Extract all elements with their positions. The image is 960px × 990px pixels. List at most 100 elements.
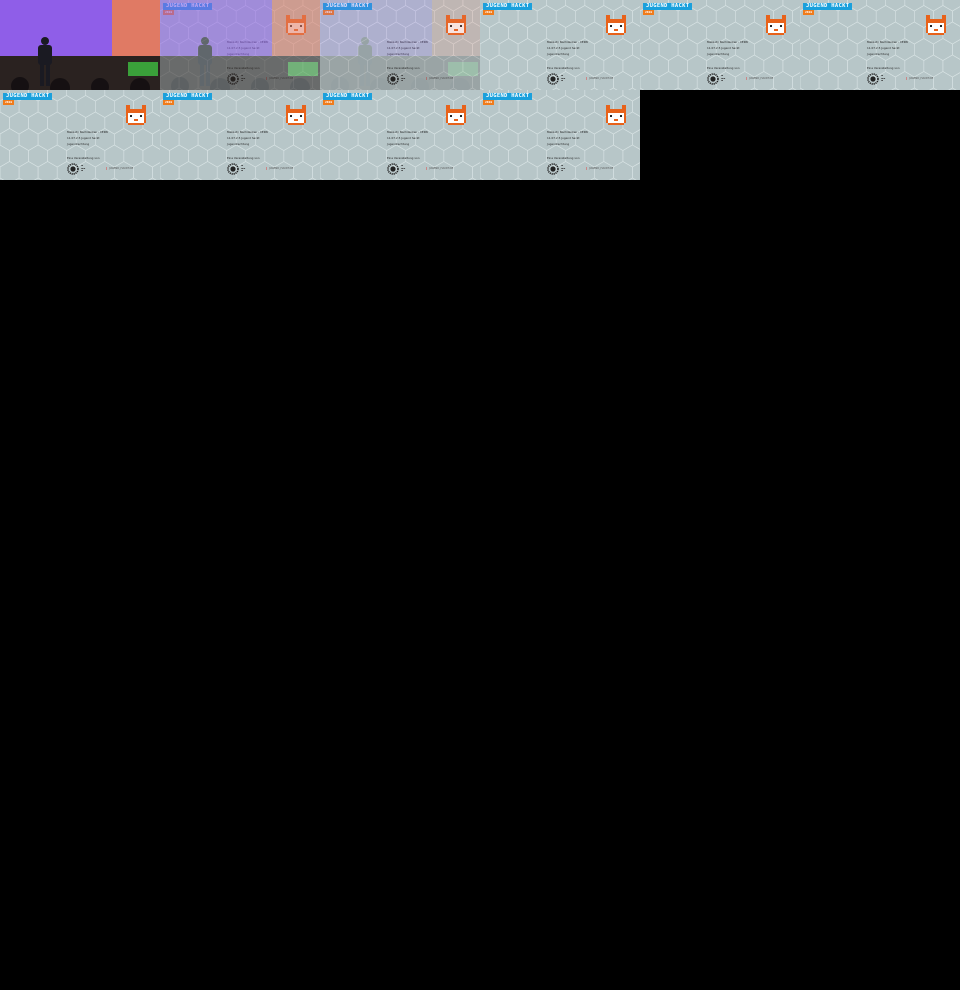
slide-line-title: Make-ity Nachdenken - CERN [387,41,428,44]
stage-scene [0,0,160,90]
sponsor-label: JUGEND_HACKT.DE [426,77,453,80]
stage-scene [320,0,480,90]
slide-line-org: Jugendrechtung [547,142,570,146]
hex-pattern [480,90,640,180]
hex-pattern [480,0,640,90]
thumbnail-grid: JUGEND HACKT 2019 Make-ity Nachdenken - … [0,0,960,180]
thumbnail-2: JUGEND HACKT 2019 Make-ity Nachdenken - … [160,0,320,90]
thumbnail-1: JUGEND HACKT 2019 Make-ity Nachdenken - … [0,0,160,90]
thumbnail-10: JUGEND HACKT 2019 Make-ity Nachdenken - … [480,90,640,180]
sponsor-label: JUGEND_HACKT.DE [106,167,133,170]
org-label: ▬▬▬▬ [881,74,886,83]
cat-logo-icon [766,15,786,35]
cat-logo-icon [606,105,626,125]
org-label: ▬▬▬▬ [721,74,726,83]
gear-logo-icon [67,163,79,175]
slide-line-date: 11.07.2.5 Jugend hackt [227,136,260,140]
org-label: ▬▬▬▬ [561,74,566,83]
brand-badge: JUGEND HACKT [483,93,533,100]
slide-line-date: 11.07.2.5 Jugend hackt [867,46,900,50]
sponsor-label: JUGEND_HACKT.DE [426,167,453,170]
thumbnail-5: JUGEND HACKT 2019 Make-ity Nachdenken - … [640,0,800,90]
sponsor-label: JUGEND_HACKT.DE [266,167,293,170]
slide-line-host: Eine Veranstaltung von [867,66,900,70]
stage-photo [160,0,320,90]
slide-line-date: 11.07.2.5 Jugend hackt [547,46,580,50]
slide-line-org: Jugendrechtung [547,52,570,56]
cat-logo-icon [926,15,946,35]
org-label: ▬▬▬▬ [561,164,566,173]
person [38,37,52,86]
brand-year: 2019 [163,100,175,105]
brand-badge: JUGEND HACKT [163,93,213,100]
gear-logo-icon [387,163,399,175]
slide-line-date: 11.07.2.5 Jugend hackt [707,46,740,50]
brand-year: 2019 [483,10,495,15]
slide-line-title: Make-ity Nachdenken - CERN [387,130,428,134]
brand-year: 2019 [483,100,495,105]
sponsor-label: JUGEND_HACKT.DE [746,77,773,80]
stage-photo [320,0,480,90]
brand-year: 2019 [803,10,815,15]
slide-line-org: Jugendrechtung [67,142,90,146]
slide-line-title: Make-ity Nachdenken - CERN [547,40,588,44]
brand-year: 2019 [323,10,335,15]
sponsor-label: JUGEND_HACKT.DE [586,167,613,170]
slide-line-host: Eine Veranstaltung von [227,156,260,160]
person [198,37,212,86]
thumbnail-8: JUGEND HACKT 2019 Make-ity Nachdenken - … [160,90,320,180]
slide-line-host: Eine Veranstaltung von [387,156,420,160]
brand-badge: JUGEND HACKT [483,3,533,10]
cat-logo-icon [446,105,466,125]
slide-line-title: Make-ity Nachdenken - CERN [67,130,108,134]
brand-year: 2019 [3,100,15,105]
slide-line-date: 11.07.2.5 Jugend hackt [387,47,420,50]
cat-logo-icon [126,105,146,125]
hex-pattern [800,0,960,90]
org-label: ▬▬▬▬ [81,164,86,173]
thumbnail-9: JUGEND HACKT 2019 Make-ity Nachdenken - … [320,90,480,180]
slide-line-org: Jugendrechtung [387,53,409,56]
brand-badge: JUGEND HACKT [803,3,853,10]
stage-photo [0,0,160,90]
slide-line-title: Make-ity Nachdenken - CERN [867,40,908,44]
thumbnail-4: JUGEND HACKT 2019 Make-ity Nachdenken - … [480,0,640,90]
sponsor-label: JUGEND_HACKT.DE [586,77,613,80]
slide-line-host: Eine Veranstaltung von [67,156,100,160]
slide-line-host: Eine Veranstaltung von [547,156,580,160]
slide-line-org: Jugendrechtung [227,142,250,146]
brand-badge: JUGEND HACKT [323,93,373,100]
slide-line-title: Make-ity Nachdenken - CERN [547,130,588,134]
gear-logo-icon [387,73,399,85]
person [358,37,372,86]
slide-line-org: Jugendrechtung [387,142,410,146]
brand-badge: JUGEND HACKT [323,3,373,10]
slide-line-date: 11.07.2.5 Jugend hackt [547,136,580,140]
slide-line-title: Make-ity Nachdenken - CERN [227,130,268,134]
slide-line-host: Eine Veranstaltung von [387,67,419,70]
gear-logo-icon [707,73,719,85]
slide-line-host: Eine Veranstaltung von [547,66,580,70]
slide-line-date: 11.07.2.5 Jugend hackt [387,136,420,140]
cat-logo-icon [286,105,306,125]
slide-line-date: 11.07.2.5 Jugend hackt [67,136,100,140]
thumbnail-6: JUGEND HACKT 2019 Make-ity Nachdenken - … [800,0,960,90]
brand-badge: JUGEND HACKT [643,3,693,10]
brand-year: 2019 [323,100,335,105]
brand-badge: JUGEND HACKT [3,93,53,100]
stage-scene [160,0,320,90]
slide-line-org: Jugendrechtung [707,52,730,56]
org-label: ▬▬▬▬ [401,164,406,173]
gear-logo-icon [227,163,239,175]
slide-line-org: Jugendrechtung [867,52,890,56]
gear-logo-icon [547,163,559,175]
sponsor-label: JUGEND_HACKT.DE [906,77,933,80]
slide-line-host: Eine Veranstaltung von [707,66,740,70]
gear-logo-icon [867,73,879,85]
cat-logo-icon [446,15,466,35]
gear-logo-icon [547,73,559,85]
brand-year: 2019 [643,10,655,15]
thumbnail-7: JUGEND HACKT 2019 Make-ity Nachdenken - … [0,90,160,180]
slide-line-title: Make-ity Nachdenken - CERN [707,40,748,44]
thumbnail-3: JUGEND HACKT 2019 Make-ity Nachdenken - … [320,0,480,90]
